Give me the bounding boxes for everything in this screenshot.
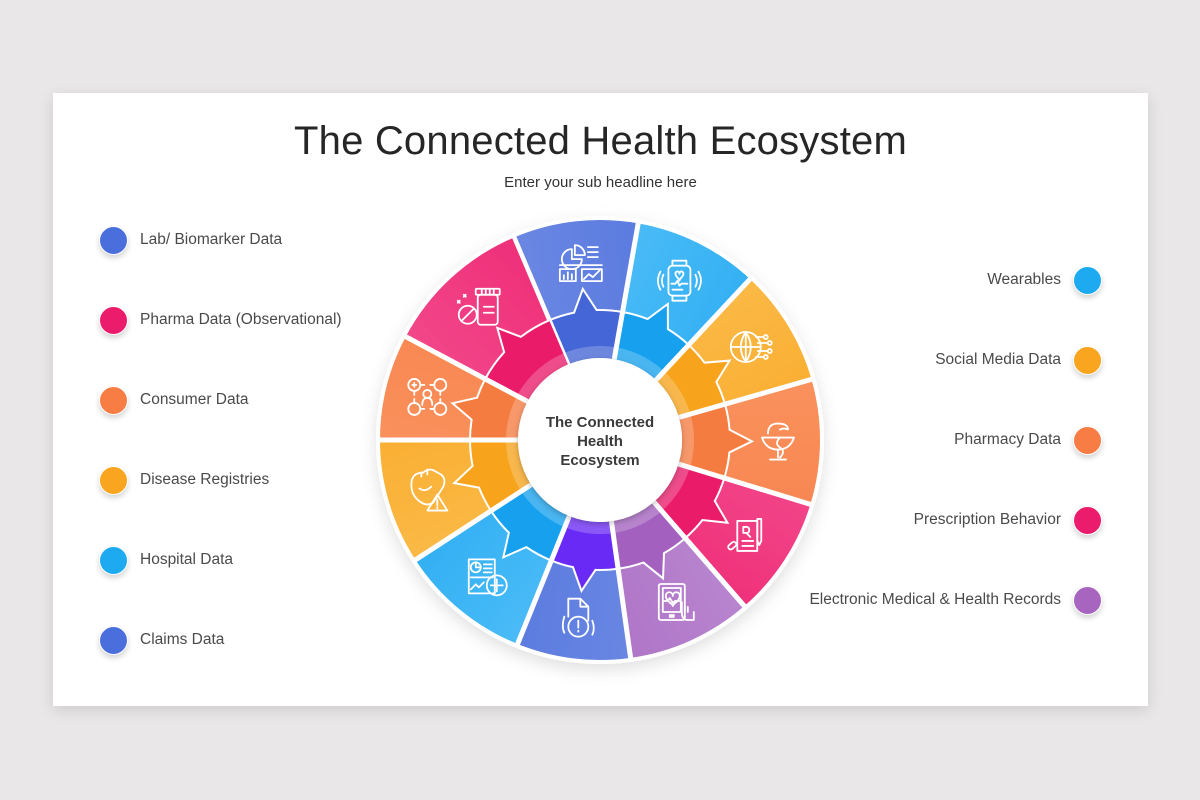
slide: The Connected Health Ecosystem Enter you… xyxy=(53,93,1148,706)
legend-dot-icon xyxy=(99,305,128,335)
legend-dot-icon xyxy=(1073,425,1102,455)
legend-label: Consumer Data xyxy=(140,391,249,408)
legend-item: Wearables xyxy=(987,265,1102,295)
legend-dot-icon xyxy=(1073,265,1102,295)
segment-emr xyxy=(609,499,749,662)
document-alert-icon xyxy=(561,597,595,638)
legend-label: Disease Registries xyxy=(140,471,270,488)
legend-label: Social Media Data xyxy=(935,351,1061,368)
legend-dot-icon xyxy=(99,545,128,575)
legend-dot-icon xyxy=(99,225,128,255)
legend-label: Wearables xyxy=(987,271,1061,288)
legend-item: Claims Data xyxy=(99,625,224,655)
legend-label: Lab/ Biomarker Data xyxy=(140,231,283,248)
center-label: The Connected Health Ecosystem xyxy=(545,414,655,469)
legend-dot-icon xyxy=(1073,505,1102,535)
center-circle xyxy=(518,358,682,522)
legend-label: Pharma Data (Observational) xyxy=(140,311,342,328)
prescription-icon xyxy=(727,518,763,552)
legend-item: Disease Registries xyxy=(99,465,269,495)
smartwatch-icon xyxy=(657,259,702,302)
legend-label: Hospital Data xyxy=(140,551,234,568)
legend-dot-icon xyxy=(1073,585,1102,615)
globe-network-icon xyxy=(729,331,773,363)
legend-item: Electronic Medical & Health Records xyxy=(809,585,1102,615)
charts-icon xyxy=(558,244,603,283)
legend-dot-icon xyxy=(99,465,128,495)
legend-label: Claims Data xyxy=(140,631,225,648)
legend-item: Pharma Data (Observational) xyxy=(99,305,342,335)
page-title: The Connected Health Ecosystem xyxy=(294,119,907,163)
legend-label: Electronic Medical & Health Records xyxy=(809,591,1061,608)
hygieia-bowl-icon xyxy=(761,422,795,461)
legend-dot-icon xyxy=(1073,345,1102,375)
legend-item: Hospital Data xyxy=(99,545,233,575)
report-plus-icon xyxy=(467,558,508,597)
legend-item: Social Media Data xyxy=(935,345,1102,375)
legend-dot-icon xyxy=(99,385,128,415)
legend-item: Pharmacy Data xyxy=(954,425,1102,455)
ecosystem-wheel xyxy=(376,216,824,664)
legend-item: Lab/ Biomarker Data xyxy=(99,225,282,255)
pills-bottle-icon xyxy=(456,287,501,326)
legend-dot-icon xyxy=(99,625,128,655)
page-subtitle: Enter your sub headline here xyxy=(504,174,697,191)
legend-label: Prescription Behavior xyxy=(913,511,1061,528)
tablet-heart-icon xyxy=(657,583,695,621)
segment-disease-registries xyxy=(376,438,534,565)
consumer-network-icon xyxy=(407,378,448,416)
legend-label: Pharmacy Data xyxy=(954,431,1061,448)
heart-warning-icon xyxy=(410,468,449,512)
legend-item: Consumer Data xyxy=(99,385,249,415)
legend-item: Prescription Behavior xyxy=(914,505,1102,535)
